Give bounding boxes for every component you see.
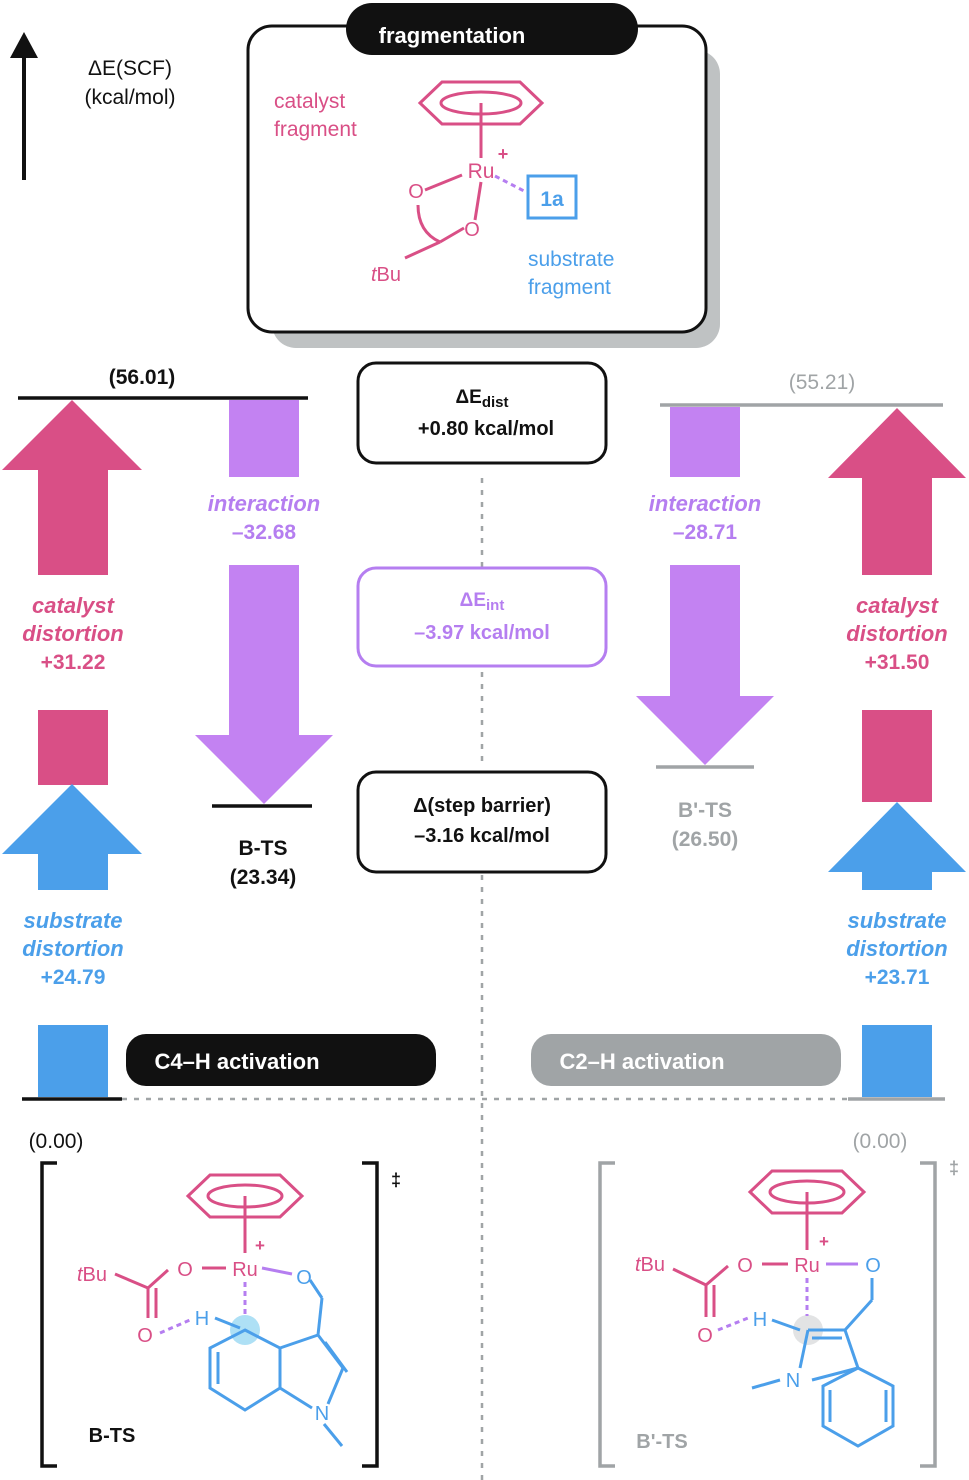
right-interaction-label: interaction — [649, 491, 761, 516]
right-energy-diagram: (55.21) interaction –28.71 catalyst dist… — [531, 371, 966, 1153]
left-zero: (0.00) — [29, 1130, 84, 1153]
left-catalyst-label: catalyst — [32, 593, 116, 618]
left-dagger: ‡ — [391, 1170, 401, 1190]
right-hydrogen: H — [753, 1309, 767, 1331]
right-catalyst-value: +31.50 — [865, 651, 930, 674]
dist-symbol: ΔEdist — [455, 387, 508, 411]
catalyst-fragment-label-2: fragment — [274, 118, 357, 141]
left-top-value: (56.01) — [109, 366, 176, 389]
right-oxygen-2: O — [697, 1325, 713, 1347]
ru-atom: Ru — [468, 160, 495, 183]
right-substrate-label: substrate — [847, 908, 946, 933]
dist-value: +0.80 kcal/mol — [418, 418, 554, 440]
left-ts-name: B-TS — [239, 837, 288, 860]
left-oxygen-1: O — [177, 1259, 193, 1281]
left-interaction-value: –32.68 — [232, 521, 297, 544]
axis-label: ΔE(SCF) — [88, 57, 172, 80]
right-ts-structure: ‡ — [598, 1158, 959, 1468]
barrier-value: –3.16 kcal/mol — [414, 825, 550, 847]
dist-box: ΔEdist +0.80 kcal/mol — [356, 361, 608, 465]
left-substrate-label: substrate — [23, 908, 122, 933]
right-top-value: (55.21) — [789, 371, 856, 394]
substrate-fragment-label: substrate — [528, 248, 614, 271]
c4h-pill-label: C4–H activation — [154, 1049, 319, 1074]
left-substrate-label-2: distortion — [22, 936, 123, 961]
right-ts-name: B'-TS — [678, 799, 732, 822]
right-substrate-value: +23.71 — [865, 966, 930, 989]
oxygen-atom-1: O — [408, 181, 424, 203]
fragmentation-panel: fragmentation catalyst fragment substrat… — [246, 3, 720, 348]
substrate-box-label: 1a — [540, 188, 564, 211]
right-nitrogen: N — [786, 1370, 800, 1392]
right-ru-atom: Ru — [794, 1255, 820, 1277]
fragmentation-title: fragmentation — [379, 23, 526, 48]
left-oxygen-2: O — [137, 1325, 153, 1347]
barrier-label: Δ(step barrier) — [413, 795, 551, 817]
left-hydrogen: H — [195, 1308, 209, 1330]
right-catalyst-label-2: distortion — [846, 621, 947, 646]
right-tbu: tBu — [635, 1254, 665, 1276]
right-oxygen-1: O — [737, 1255, 753, 1277]
right-interaction-value: –28.71 — [673, 521, 738, 544]
int-value: –3.97 kcal/mol — [414, 622, 550, 644]
left-catalyst-label-2: distortion — [22, 621, 123, 646]
catalyst-fragment-structure — [404, 80, 545, 260]
energy-axis: ΔE(SCF) (kcal/mol) — [10, 32, 176, 180]
right-oxygen-aldehyde: O — [865, 1255, 881, 1277]
left-substrate-value: +24.79 — [41, 966, 106, 989]
int-box: ΔEint –3.97 kcal/mol — [356, 566, 608, 668]
right-structure-label: B'-TS — [636, 1431, 687, 1453]
substrate-fragment-label-2: fragment — [528, 276, 611, 299]
right-dagger: ‡ — [949, 1158, 959, 1178]
oxygen-atom-2: O — [464, 219, 480, 241]
axis-unit: (kcal/mol) — [84, 86, 175, 109]
right-zero: (0.00) — [853, 1130, 908, 1153]
left-oxygen-aldehyde: O — [296, 1267, 312, 1289]
charge-plus: + — [498, 144, 509, 164]
c2h-pill-label: C2–H activation — [559, 1049, 724, 1074]
c2h-pill — [531, 1034, 841, 1086]
left-ts-value: (23.34) — [230, 866, 297, 889]
substrate-box — [526, 174, 578, 220]
left-tbu: tBu — [77, 1264, 107, 1286]
left-structure-label: B-TS — [89, 1425, 136, 1447]
right-charge: + — [819, 1232, 829, 1251]
c4h-pill — [126, 1034, 436, 1086]
left-interaction-label: interaction — [208, 491, 320, 516]
left-charge: + — [255, 1236, 265, 1255]
center-guides — [122, 478, 850, 1480]
left-ts-structure: ‡ Ru — [40, 1161, 401, 1468]
catalyst-fragment-label: catalyst — [274, 90, 345, 113]
right-catalyst-label: catalyst — [856, 593, 940, 618]
right-substrate-label-2: distortion — [846, 936, 947, 961]
left-ru-atom: Ru — [232, 1259, 258, 1281]
int-symbol: ΔEint — [460, 590, 505, 614]
barrier-box: Δ(step barrier) –3.16 kcal/mol — [356, 770, 608, 874]
right-ts-value: (26.50) — [672, 828, 739, 851]
left-energy-diagram: (56.01) interaction –32.68 catalyst dist… — [2, 366, 436, 1153]
left-nitrogen: N — [315, 1403, 329, 1425]
tbu-group: tBu — [371, 264, 401, 286]
left-catalyst-value: +31.22 — [41, 651, 106, 674]
